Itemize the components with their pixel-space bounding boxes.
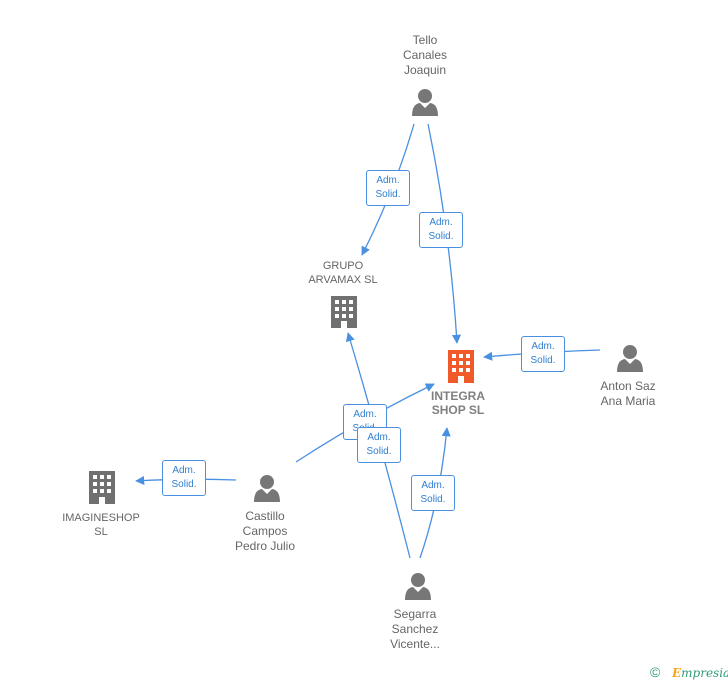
node-label-tello[interactable]: Tello Canales Joaquin	[375, 33, 475, 78]
building-icon[interactable]	[331, 296, 357, 328]
edge-label-segarra-grupo[interactable]: Adm. Solid.	[357, 427, 401, 463]
edge-label-line: Solid.	[420, 494, 446, 505]
building-icon[interactable]	[448, 350, 474, 383]
node-label-line: GRUPO	[322, 260, 364, 272]
brand-logo[interactable]: Empresia	[672, 666, 728, 680]
node-label-line: Castillo	[245, 509, 285, 523]
node-label-line: INTEGRA	[431, 389, 485, 403]
edge-label-line: Adm.	[353, 409, 377, 420]
node-label-line: Tello	[412, 33, 438, 47]
node-label-integra[interactable]: INTEGRA SHOP SL	[408, 389, 508, 417]
edge-label-line: Solid.	[530, 355, 556, 366]
node-label-line: Joaquin	[403, 63, 447, 77]
edge-label-tello-grupo[interactable]: Adm. Solid.	[366, 170, 410, 206]
brand-text: mpresia	[681, 666, 728, 680]
node-label-line: Ana Maria	[600, 394, 656, 408]
edge-label-segarra-integra[interactable]: Adm. Solid.	[411, 475, 455, 511]
node-label-imagineshop[interactable]: IMAGINESHOP SL	[51, 511, 151, 539]
node-label-line: Canales	[402, 48, 448, 62]
node-label-segarra[interactable]: Segarra Sanchez Vicente...	[365, 607, 465, 652]
edge-label-line: Solid.	[171, 479, 197, 490]
edge-label-line: Adm.	[531, 341, 555, 352]
node-label-line: Segarra	[393, 607, 437, 621]
edge-label-castillo-imagineshop[interactable]: Adm. Solid.	[162, 460, 206, 496]
node-label-line: Anton Saz	[600, 379, 656, 393]
brand-initial: E	[672, 666, 682, 680]
node-label-line: SL	[94, 526, 108, 538]
node-label-anton[interactable]: Anton Saz Ana Maria	[578, 379, 678, 409]
edge-label-line: Solid.	[375, 189, 401, 200]
person-icon[interactable]	[254, 475, 280, 502]
node-label-grupo[interactable]: GRUPO ARVAMAX SL	[293, 259, 393, 287]
person-icon[interactable]	[412, 89, 438, 116]
edge-label-line: Adm.	[172, 465, 196, 476]
edge-label-line: Solid.	[428, 231, 454, 242]
edge-label-line: Adm.	[429, 217, 453, 228]
node-label-line: SHOP SL	[431, 403, 485, 417]
edge-label-anton-integra[interactable]: Adm. Solid.	[521, 336, 565, 372]
person-icon[interactable]	[405, 573, 431, 600]
node-label-castillo[interactable]: Castillo Campos Pedro Julio	[215, 509, 315, 554]
node-label-line: IMAGINESHOP	[62, 512, 140, 524]
edge-label-tello-integra[interactable]: Adm. Solid.	[419, 212, 463, 248]
copyright-symbol: ©	[650, 664, 661, 680]
building-icon[interactable]	[89, 471, 115, 504]
node-label-line: Pedro Julio	[234, 539, 296, 553]
node-label-line: Vicente...	[390, 637, 440, 651]
person-icon[interactable]	[617, 345, 643, 372]
edge-label-line: Adm.	[421, 480, 445, 491]
edge-label-line: Adm.	[376, 175, 400, 186]
edge-label-line: Adm.	[367, 432, 391, 443]
edge-label-line: Solid.	[366, 446, 392, 457]
node-label-line: Campos	[242, 524, 288, 538]
node-label-line: ARVAMAX SL	[308, 274, 378, 286]
node-label-line: Sanchez	[391, 622, 439, 636]
